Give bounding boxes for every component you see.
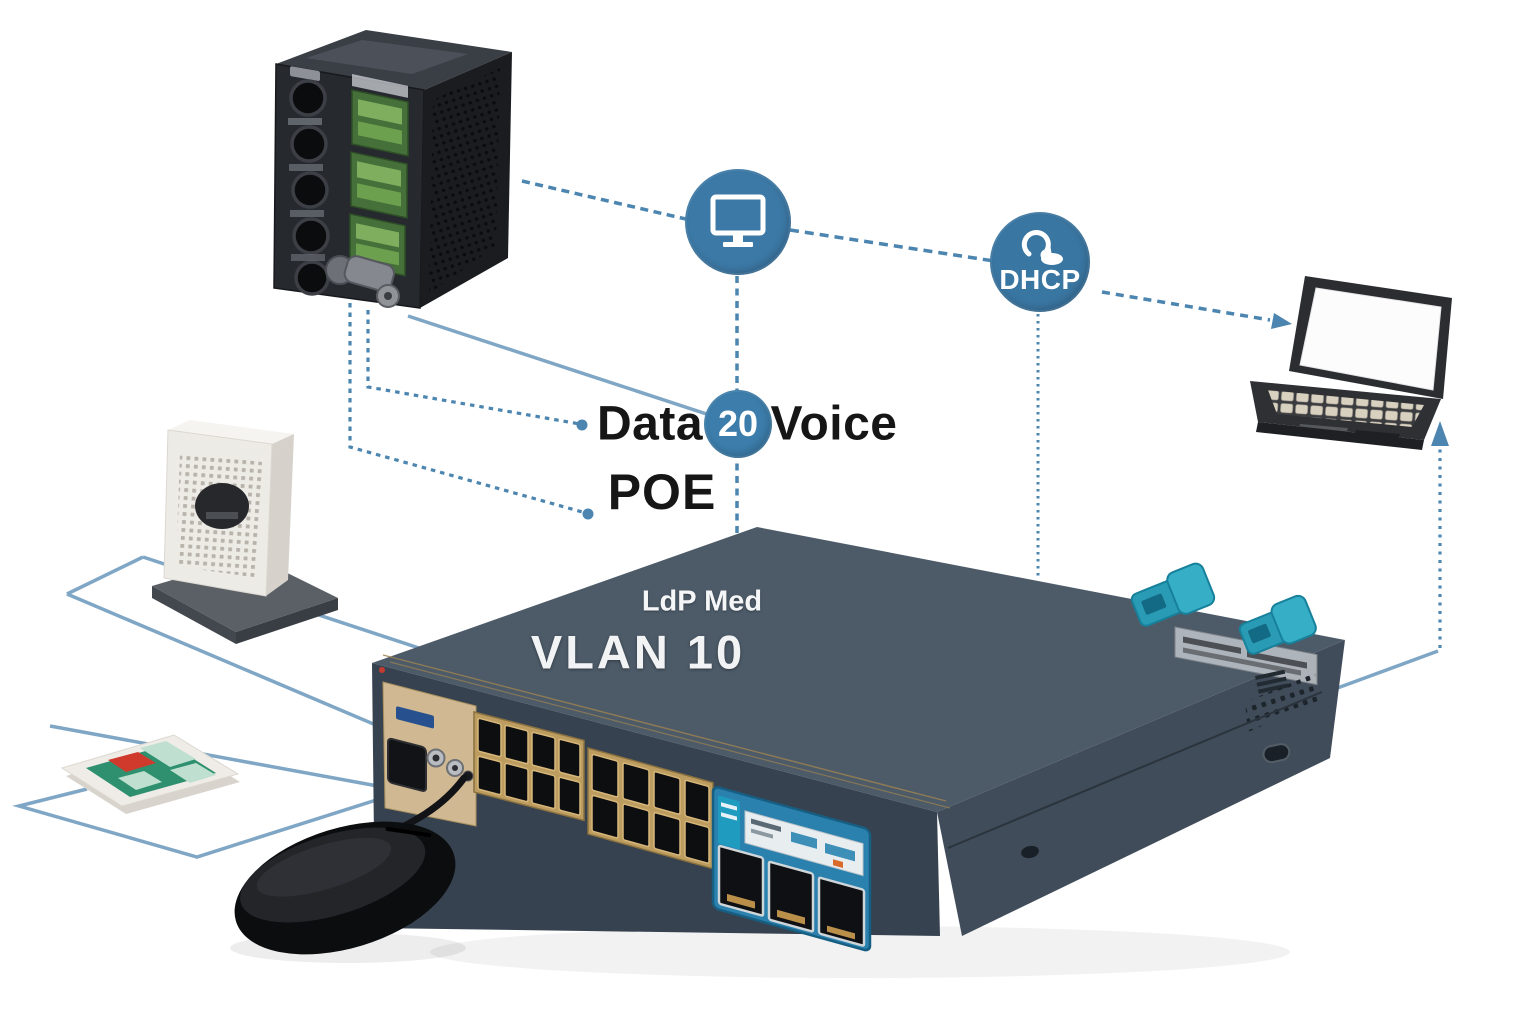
vlan-label: VLAN 10 bbox=[530, 625, 746, 679]
link-pbx-to-data bbox=[366, 310, 581, 426]
pbx-port-column bbox=[288, 66, 330, 296]
voice-label: Voice bbox=[770, 397, 898, 451]
arrow-up-icon bbox=[1431, 421, 1449, 446]
link-pbx-to-poe bbox=[348, 303, 587, 515]
speaker-base-front bbox=[152, 586, 236, 644]
laptop-device bbox=[1250, 276, 1452, 450]
laptop-screen bbox=[1299, 287, 1442, 391]
card-pad-2 bbox=[170, 763, 216, 783]
poe-line-dot bbox=[582, 508, 594, 520]
data-label: Data bbox=[596, 397, 704, 451]
pbx-module-column bbox=[349, 74, 409, 277]
switch-console-panel bbox=[382, 681, 477, 827]
switch-uplink-module bbox=[711, 786, 872, 952]
card-red-chip bbox=[108, 752, 156, 772]
link-speaker-left-edge bbox=[66, 555, 144, 596]
link-switch-to-laptop-solid bbox=[1331, 649, 1439, 692]
mouse-device bbox=[230, 774, 468, 963]
lldp-med-label: LdP Med bbox=[641, 585, 763, 618]
speaker-emblem-label bbox=[206, 512, 238, 519]
switch-led bbox=[379, 667, 385, 673]
switch-console-port bbox=[387, 737, 427, 792]
laptop-keyboard bbox=[1268, 390, 1424, 427]
connection-lines bbox=[12, 179, 1449, 949]
data-line-dot bbox=[576, 419, 588, 431]
switch-port-bank-1 bbox=[473, 711, 585, 822]
speaker-side-face bbox=[266, 434, 294, 596]
switch-side-seam bbox=[947, 691, 1323, 849]
card-pad-1 bbox=[140, 741, 196, 767]
cloud-sync-icon bbox=[1021, 230, 1063, 265]
switch-port-bank-2 bbox=[587, 747, 714, 870]
voice-vlan-badge: 20 bbox=[704, 390, 772, 458]
switch-teal-connector-1 bbox=[1130, 562, 1216, 627]
mouse-seam bbox=[385, 826, 432, 838]
card-pad-3 bbox=[118, 771, 162, 790]
link-pbx-to-monitor bbox=[521, 179, 691, 222]
circuit-card-device bbox=[60, 734, 240, 814]
pbx-controller-device bbox=[273, 30, 512, 309]
switch-label-plate bbox=[1174, 626, 1318, 686]
switch-shadow bbox=[430, 926, 1290, 978]
speaker-base-side bbox=[236, 598, 338, 644]
switch-side-slot bbox=[1021, 845, 1039, 859]
link-speaker-to-switch-bottom bbox=[66, 592, 391, 733]
pbx-vent-grille bbox=[429, 68, 500, 294]
link-dhcp-to-laptop bbox=[1101, 290, 1271, 322]
switch-side-details bbox=[947, 669, 1323, 859]
switch-pinstripe-2 bbox=[389, 661, 951, 809]
dhcp-label: DHCP bbox=[999, 264, 1081, 295]
monitor-icon bbox=[710, 194, 766, 247]
dashed-links bbox=[348, 179, 1442, 648]
link-pbx-to-voice-badge bbox=[407, 314, 738, 426]
switch-teal-connector-2 bbox=[1238, 594, 1317, 655]
link-monitor-to-dhcp bbox=[789, 228, 995, 263]
speaker-top-face bbox=[168, 420, 294, 444]
monitor-badge bbox=[685, 169, 791, 275]
poe-label: POE bbox=[607, 464, 717, 520]
switch-brand-label bbox=[396, 706, 434, 729]
voice-vlan-number: 20 bbox=[717, 403, 759, 444]
pbx-top-label bbox=[306, 40, 468, 74]
dhcp-badge: DHCP bbox=[990, 212, 1090, 312]
switch-top-face bbox=[372, 527, 1345, 812]
arrow-right-icon bbox=[1271, 313, 1292, 329]
switch-right-face bbox=[937, 640, 1345, 936]
speaker-access-point-device bbox=[152, 420, 338, 644]
pbx-bnc-connectors bbox=[325, 255, 400, 308]
switch-pinstripe-1 bbox=[382, 654, 947, 802]
poe-switch-device bbox=[372, 527, 1345, 978]
laptop-front-edge bbox=[1256, 422, 1424, 450]
speaker-emblem bbox=[195, 483, 249, 529]
link-card-to-switch-bottom bbox=[12, 772, 459, 859]
switch-side-port bbox=[1262, 743, 1291, 764]
